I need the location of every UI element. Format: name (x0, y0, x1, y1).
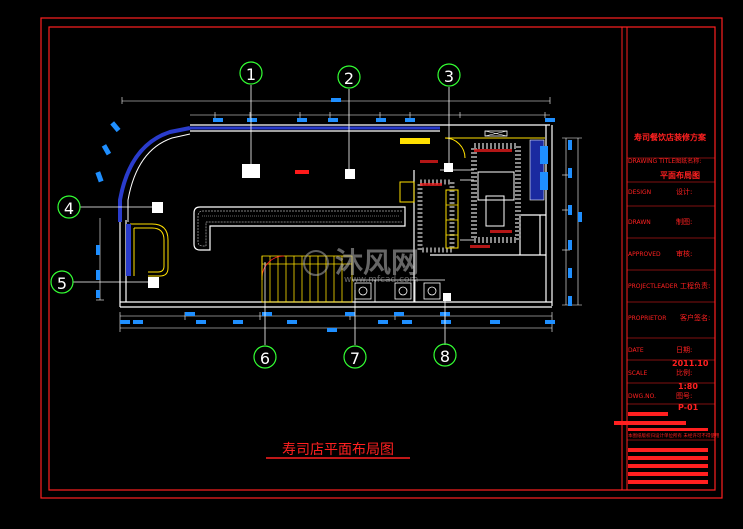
callout-2: 2 (337, 65, 361, 89)
callout-4: 4 (57, 195, 81, 219)
scale-label: SCALE (628, 370, 647, 377)
callout-1: 1 (239, 61, 263, 85)
callout-8: 8 (433, 343, 457, 367)
watermark-url: www.mfcad.com (344, 275, 418, 285)
window-markers (96, 98, 582, 332)
scale-value: 1:80 (678, 382, 698, 391)
callout-3: 3 (437, 63, 461, 87)
watermark-text: 沐风网 (335, 246, 419, 279)
date-label: DATE (628, 347, 644, 354)
callout-1-label: 1 (246, 65, 256, 84)
drawing-title: 寿司店平面布局图 (282, 441, 394, 458)
sushi-conveyor (193, 206, 406, 251)
drawn-label: DRAWN (628, 219, 651, 226)
project-leader-cn: 工程负责: (680, 281, 710, 290)
title-block: 寿司餐饮店装修方案 DRAWING TITLE图纸名称: 平面布局图 DESIG… (614, 132, 719, 484)
restroom-fixtures (352, 279, 445, 302)
staircase (261, 255, 353, 303)
curved-facade-inner (127, 133, 191, 222)
curved-window-markers (95, 121, 121, 183)
outer-frame (40, 17, 723, 499)
columns (148, 163, 453, 301)
curved-facade-wall (118, 126, 191, 222)
callout-7: 7 (343, 345, 367, 369)
callout-leaders (73, 85, 450, 345)
callout-5-label: 5 (57, 274, 67, 293)
callout-bubbles: 1 2 3 4 5 6 7 (50, 61, 461, 369)
proprietor-cn: 客户签名: (680, 313, 710, 322)
dwg-value: P-01 (678, 403, 699, 412)
design-label: DESIGN (628, 189, 651, 196)
callout-6: 6 (253, 345, 277, 369)
booth-back-wall (126, 224, 131, 276)
project-name: 寿司餐饮店装修方案 (634, 132, 707, 142)
dwg-cn: 图号: (676, 392, 692, 400)
callout-8-label: 8 (440, 347, 450, 366)
floor-plan: 1 2 3 4 5 6 7 (50, 61, 582, 459)
project-leader-label: PROJECTLEADER (628, 283, 678, 290)
callout-6-label: 6 (260, 349, 270, 368)
drawing-title-label: DRAWING TITLE图纸名称: (628, 157, 701, 165)
date-value: 2011.10 (672, 359, 709, 368)
callout-7-label: 7 (350, 349, 360, 368)
proprietor-label: PROPRIETOR (628, 315, 666, 322)
callout-2-label: 2 (344, 69, 354, 88)
date-cn: 日期: (676, 346, 692, 354)
drawn-cn: 制图: (676, 217, 692, 226)
dwg-label: DWG.NO. (628, 393, 656, 400)
watermark: 沐风网 www.mfcad.com (303, 246, 419, 285)
design-cn: 设计: (676, 187, 692, 196)
callout-3-label: 3 (444, 67, 454, 86)
title-block-bars (614, 412, 708, 484)
drawing-title-value: 平面布局图 (660, 170, 700, 180)
red-marker (295, 170, 309, 174)
approved-label: APPROVED (628, 251, 661, 258)
scale-cn: 比例: (676, 368, 692, 377)
callout-4-label: 4 (64, 199, 74, 218)
approved-cn: 审核: (676, 249, 692, 258)
kitchen (399, 130, 548, 253)
callout-5: 5 (50, 270, 74, 294)
inner-frame (48, 26, 716, 491)
left-dimension-lines (96, 218, 104, 301)
title-block-note: 本图纸版权归设计单位所有 未经许可不得使用 (628, 432, 719, 439)
